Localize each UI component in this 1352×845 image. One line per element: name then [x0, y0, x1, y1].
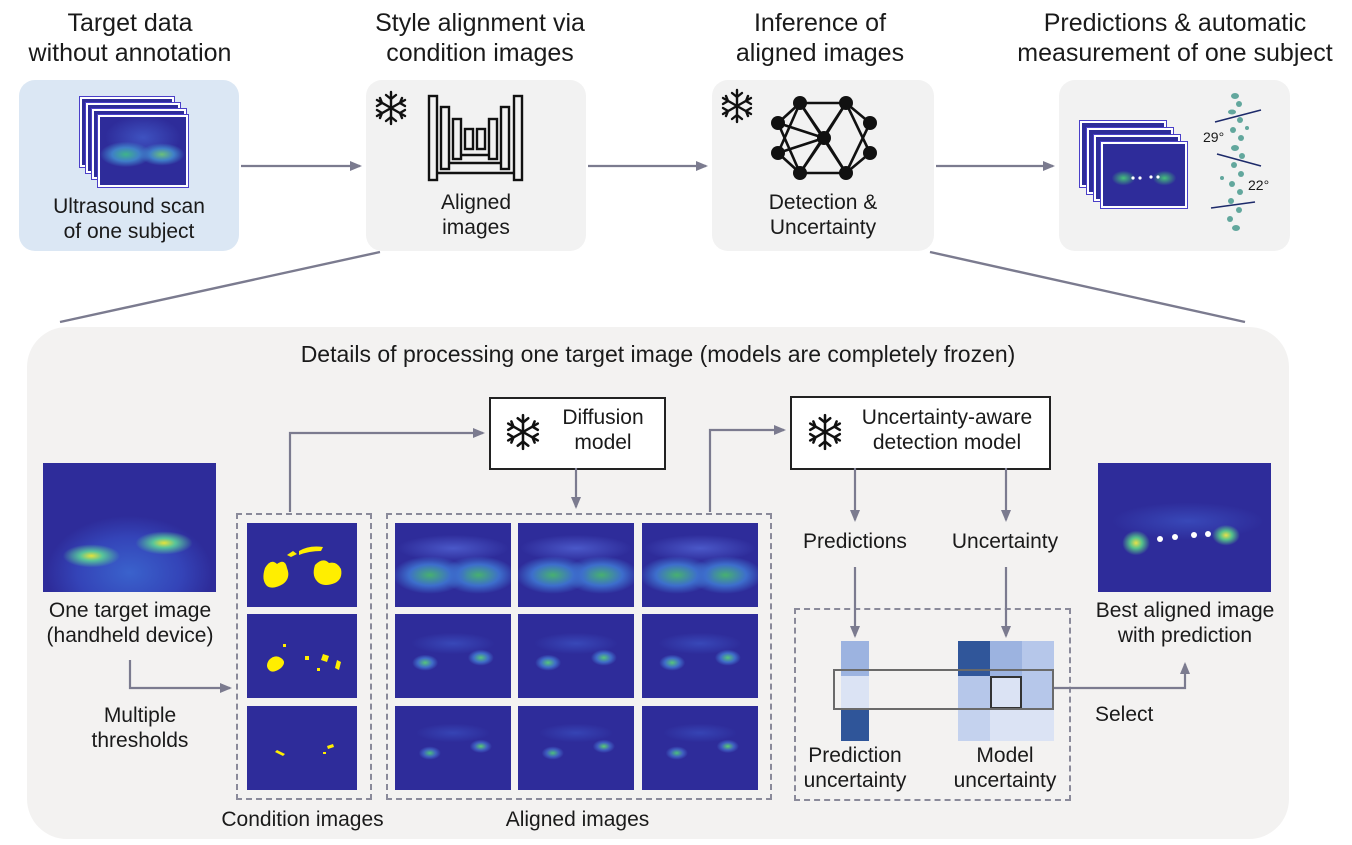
snowflake-icon	[506, 413, 540, 451]
prediction-uncertainty-label: Prediction uncertainty	[803, 744, 907, 792]
condition-images-group	[236, 513, 372, 800]
model-uncertainty-label: Model uncertainty	[953, 744, 1057, 792]
best-aligned-image	[1098, 463, 1271, 592]
header-predictions: Predictions & automatic measurement of o…	[1017, 9, 1333, 67]
detection-model-label: Uncertainty-aware detection model	[861, 406, 1033, 454]
aligned-image	[518, 614, 634, 698]
snowflake-icon	[375, 90, 407, 126]
snowflake-icon	[721, 88, 753, 124]
pred-uncertainty-cell	[841, 709, 869, 741]
uncertainty-label: Uncertainty	[951, 530, 1059, 553]
pred-uncertainty-cell	[841, 676, 869, 709]
select-label: Select	[1095, 703, 1154, 726]
aligned-image	[395, 614, 511, 698]
condition-images-caption: Condition images	[221, 808, 384, 831]
angle-label-1: 29°	[1203, 129, 1225, 145]
condition-image-1	[247, 523, 357, 607]
aligned-image	[642, 706, 758, 790]
model-uncertainty-cell	[958, 709, 990, 741]
aligned-images-label: Aligned images	[440, 191, 512, 239]
header-inference: Inference of aligned images	[735, 9, 905, 67]
target-image-label: One target image (handheld device)	[46, 599, 214, 647]
aligned-images-caption: Aligned images	[505, 808, 650, 831]
pred-uncertainty-cell	[841, 641, 869, 676]
neural-network-icon	[771, 96, 877, 180]
aligned-image	[395, 523, 511, 607]
card-style-alignment	[366, 80, 586, 251]
header-style-alignment: Style alignment via condition images	[375, 9, 585, 67]
target-image	[43, 463, 216, 592]
model-uncertainty-cell	[990, 641, 1022, 676]
unet-icon	[427, 94, 524, 182]
aligned-image	[642, 614, 758, 698]
snowflake-icon	[808, 413, 842, 451]
model-uncertainty-cell	[990, 709, 1022, 741]
aligned-image	[395, 706, 511, 790]
condition-image-3	[247, 706, 357, 790]
scan-label: Ultrasound scan of one subject	[53, 195, 205, 243]
model-uncertainty-cell	[1022, 709, 1054, 741]
aligned-image	[518, 523, 634, 607]
spine-measurement-icon	[1210, 93, 1262, 231]
uncertainty-group	[794, 608, 1071, 801]
best-aligned-label: Best aligned image with prediction	[1095, 599, 1275, 647]
aligned-image	[642, 523, 758, 607]
model-uncertainty-cell	[958, 641, 990, 676]
thresholds-label: Multiple thresholds	[91, 704, 189, 752]
model-uncertainty-cell	[1022, 641, 1054, 676]
detection-model-box	[790, 396, 1051, 470]
angle-label-2: 22°	[1248, 177, 1270, 193]
aligned-images-group	[386, 513, 772, 800]
predictions-label: Predictions	[803, 530, 907, 553]
model-uncertainty-cell	[958, 676, 990, 709]
diffusion-model-label: Diffusion model	[562, 406, 644, 454]
model-uncertainty-cell	[1022, 676, 1054, 709]
detection-uncertainty-label: Detection & Uncertainty	[768, 191, 878, 239]
condition-image-2	[247, 614, 357, 698]
model-uncertainty-cell	[990, 676, 1022, 709]
header-target-data: Target data without annotation	[28, 9, 232, 67]
panel-title: Details of processing one target image (…	[300, 341, 1016, 367]
aligned-image	[518, 706, 634, 790]
